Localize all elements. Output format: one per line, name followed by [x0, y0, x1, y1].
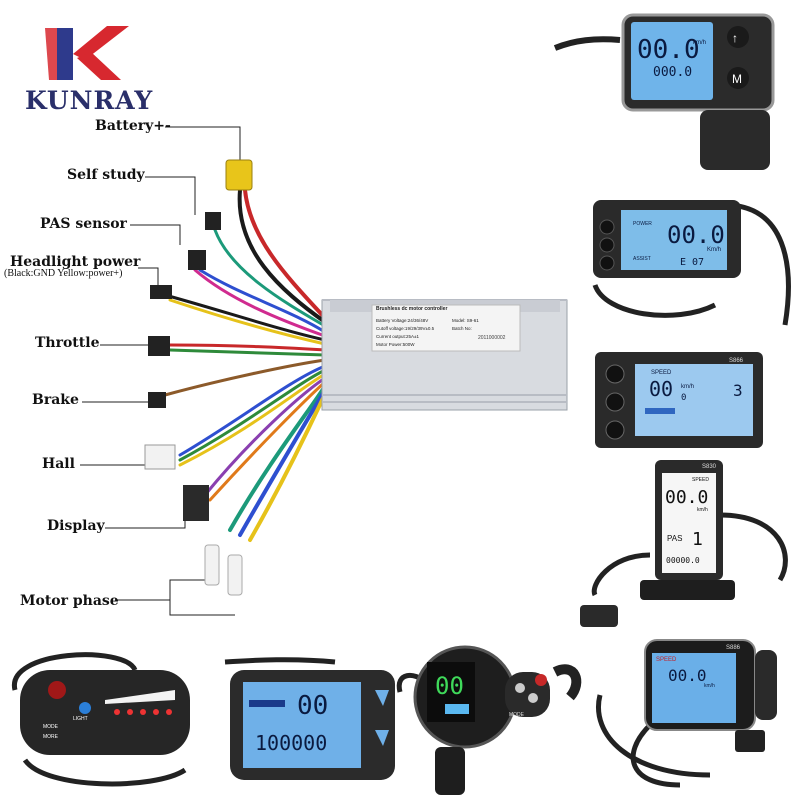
display-8: S886 SPEED 00.0 km/h	[596, 639, 777, 788]
display-3: S866 SPEED 00 0 km/h 3	[595, 352, 763, 448]
display-7: 00 MODE	[396, 645, 582, 795]
d3-level: 3	[733, 381, 743, 400]
d2-unit: Km/h	[707, 247, 721, 253]
hall-connector	[144, 444, 176, 470]
d2-code: E 07	[680, 257, 704, 268]
label-self-study: Self study	[67, 167, 145, 183]
d1-up-button	[727, 26, 749, 48]
svg-text:M: M	[732, 72, 742, 86]
d4-model: S830	[702, 464, 717, 470]
bracket-lines	[80, 126, 241, 616]
controller-batch-label: Batch No:	[452, 326, 472, 331]
headlight-connector	[150, 285, 172, 299]
d4-level: 1	[692, 529, 703, 550]
d1-odo: 000.0	[653, 65, 692, 80]
d3-unit: km/h	[681, 384, 694, 390]
pas-connector	[188, 250, 206, 270]
d4-speed: 00.0	[665, 487, 708, 508]
d4-odo: 00000.0	[666, 556, 700, 565]
d1-speed: 00.0	[637, 35, 700, 65]
d7-speed: 00	[435, 672, 464, 700]
label-hall: Hall	[42, 456, 75, 472]
display-4: S830 SPEED 00.0 km/h PAS 1 00000.0	[580, 460, 788, 627]
d1-m-button	[727, 67, 749, 89]
d4-remote	[580, 605, 618, 627]
label-pas-sensor: PAS sensor	[40, 216, 127, 232]
controller-batch-value: 2011000002	[478, 335, 506, 341]
d3-speed-label: SPEED	[651, 370, 672, 376]
d1-thumb-throttle	[700, 110, 770, 170]
label-headlight: Headlight power	[10, 254, 141, 270]
label-brake: Brake	[32, 392, 79, 408]
label-motor-phase: Motor phase	[20, 593, 119, 609]
d8-model: S886	[726, 645, 741, 651]
d2-assist: ASSIST	[633, 256, 651, 262]
d5-more: MORE	[43, 734, 59, 740]
d8-unit: km/h	[704, 683, 715, 689]
d3-speed: 00	[649, 377, 673, 401]
brand-name: KUNRAY	[25, 86, 154, 115]
d7-mode: MODE	[509, 712, 525, 718]
controller-current: Current output:25A±1	[376, 334, 419, 339]
display-5: LIGHT MODE MORE	[12, 652, 190, 787]
d4-pas: PAS	[667, 534, 682, 543]
d6-speed: 00	[297, 691, 328, 721]
brake-connector	[148, 392, 166, 408]
d5-mode: MODE	[43, 724, 59, 730]
label-headlight-note: (Black:GND Yellow:power+)	[4, 268, 123, 279]
d4-speed-label: SPEED	[692, 477, 709, 483]
display-2: 00.0 Km/h POWER ASSIST E 07	[592, 200, 791, 326]
controller-box	[321, 299, 568, 411]
controller-cutoff: Cutoff voltage:19/29/39V±0.5	[376, 326, 435, 331]
d4-unit: km/h	[697, 507, 708, 513]
controller-battery-voltage: Battery Voltage:24/36/48V	[376, 318, 429, 323]
controller-label-plate	[371, 304, 521, 352]
d2-speed: 00.0	[667, 221, 725, 249]
wire-bundle	[163, 188, 327, 542]
d8-speed-label: SPEED	[656, 657, 677, 663]
d3-sub: 0	[681, 393, 686, 403]
connectors	[144, 159, 253, 596]
throttle-connector	[148, 336, 170, 356]
svg-text:↑: ↑	[732, 31, 738, 45]
controller-title: Brushless dc motor controller	[376, 306, 448, 312]
kunray-k-icon	[45, 26, 129, 80]
display-6: 00 100000	[224, 657, 395, 780]
display-1: 00.0 km/h 000.0 ↑ M	[553, 13, 775, 170]
d5-light: LIGHT	[73, 716, 88, 722]
label-throttle: Throttle	[35, 335, 100, 351]
motor-phase-connector-2	[227, 554, 243, 596]
self-study-connector	[205, 212, 221, 230]
battery-connector	[225, 159, 253, 191]
controller-model: Model: S9-61	[452, 318, 479, 323]
d3-model: S866	[729, 358, 744, 364]
brand-logo: KUNRAY	[25, 18, 165, 118]
d6-odo: 100000	[255, 731, 327, 755]
label-display: Display	[47, 518, 105, 534]
controller-power: Motor Power:500W	[376, 342, 415, 347]
d8-speed: 00.0	[668, 666, 707, 685]
d2-power: POWER	[633, 221, 652, 227]
display-connector	[183, 485, 209, 521]
motor-phase-connector-1	[204, 544, 220, 586]
label-battery: Battery+-	[95, 118, 171, 134]
d1-unit: km/h	[693, 40, 706, 46]
